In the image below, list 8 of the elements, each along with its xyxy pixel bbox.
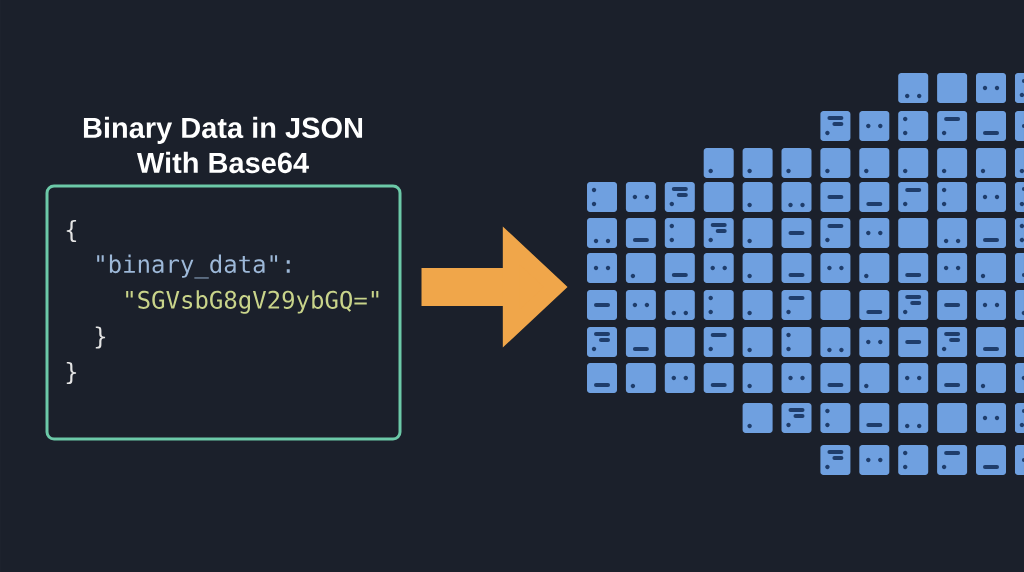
tile-grid-drawing <box>587 73 1024 475</box>
code-box <box>45 184 402 441</box>
code-line: { <box>66 219 77 243</box>
code-line: } <box>66 361 77 385</box>
title: Binary Data in JSON With Base64 <box>83 116 363 174</box>
code-line: "binary_data": <box>97 254 290 279</box>
code-line: } <box>95 326 106 349</box>
code-line: "SGVsbG8gV29ybGQ=" <box>126 290 379 314</box>
